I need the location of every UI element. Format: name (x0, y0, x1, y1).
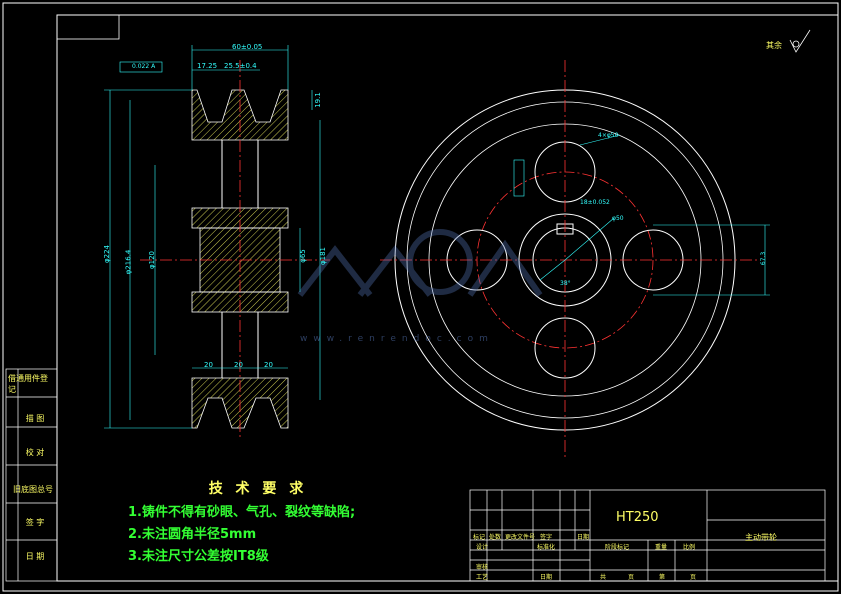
dim-groove-pitch: 25.5±0.4 (224, 62, 257, 70)
dim-keyway: 18±0.052 (580, 199, 610, 206)
side-stamp-column (5, 368, 58, 582)
front-view (380, 60, 770, 460)
tb-label-0: 标记 (473, 534, 486, 541)
part-name: 主动带轮 (745, 533, 777, 542)
section-dimensions (104, 45, 321, 429)
dim-dia-pitch: φ216.4 (124, 249, 133, 275)
tb-label-15: 第 (659, 574, 666, 581)
tb-label-6: 标准化 (537, 544, 556, 551)
technical-requirements: 技 术 要 求 1.铸件不得有砂眼、气孔、裂纹等缺陷; 2.未注圆角半径5mm … (128, 478, 458, 564)
watermark (297, 229, 543, 297)
inner-frame (56, 14, 839, 582)
dim-key-dim: 67.3 (760, 251, 768, 266)
stamp-5: 签 字 (25, 517, 45, 527)
tb-label-10: 阶段标记 (605, 544, 630, 551)
technical-requirements-title: 技 术 要 求 (208, 481, 308, 497)
dim-bottom-c: 20 (264, 361, 273, 369)
tb-label-14: 页 (628, 574, 635, 581)
tb-label-3: 签字 (540, 534, 553, 541)
tb-label-12: 比例 (683, 544, 696, 551)
dim-groove-depth: 19.1 (313, 92, 322, 108)
roughness-symbol (789, 29, 811, 53)
dim-pcd: 4×φ50 (598, 132, 619, 139)
dim-dia-hub: φ120 (147, 251, 156, 269)
stamp-3: 校 对 (25, 447, 45, 457)
requirement-2: 2.未注圆角半径5mm (128, 527, 257, 542)
requirement-3: 3.未注尺寸公差按IT8级 (128, 549, 269, 564)
dim-dia-bore: φ65 (298, 249, 307, 263)
section-view (140, 60, 330, 440)
dim-bottom-a: 20 (204, 361, 213, 369)
tb-label-1: 处数 (489, 534, 502, 541)
tb-label-16: 页 (690, 574, 697, 581)
material-label: HT250 (616, 510, 659, 525)
tb-label-8: 工艺 (476, 574, 489, 581)
dim-angle: 38° (560, 280, 571, 287)
stamp-4: 旧底图总号 (13, 484, 53, 494)
top-left-box (56, 14, 120, 40)
dim-groove-offset: 17.25 (197, 62, 218, 70)
dim-dia-inner: φ181 (318, 247, 327, 265)
tb-label-7: 审核 (476, 564, 489, 571)
dim-dia-outer: φ224 (102, 245, 111, 263)
stamp-6: 日 期 (25, 551, 45, 561)
requirement-1: 1.铸件不得有砂眼、气孔、裂纹等缺陷; (128, 505, 356, 520)
stamp-1: 借通用件登记 (8, 374, 48, 394)
tb-label-11: 重量 (655, 544, 668, 551)
lightening-hole-bottom (534, 317, 596, 379)
tb-label-4: 日期 (577, 534, 590, 541)
tb-label-5: 设计 (476, 544, 489, 551)
dim-width-total: 60±0.05 (232, 43, 263, 51)
dim-bottom-b: 20 (234, 361, 243, 369)
roughness-note: 其余 (766, 41, 782, 50)
title-block (469, 489, 826, 582)
stamp-2: 描 图 (25, 413, 45, 423)
tb-label-13: 共 (600, 574, 607, 581)
dim-hole-dia: φ50 (612, 215, 624, 222)
tb-label-2: 更改文件号 (505, 534, 536, 541)
dim-tol-frame: 0.022 A (132, 63, 156, 70)
watermark-text: www.renrendoc.com (300, 334, 494, 344)
tb-label-9: 日期 (540, 574, 553, 581)
